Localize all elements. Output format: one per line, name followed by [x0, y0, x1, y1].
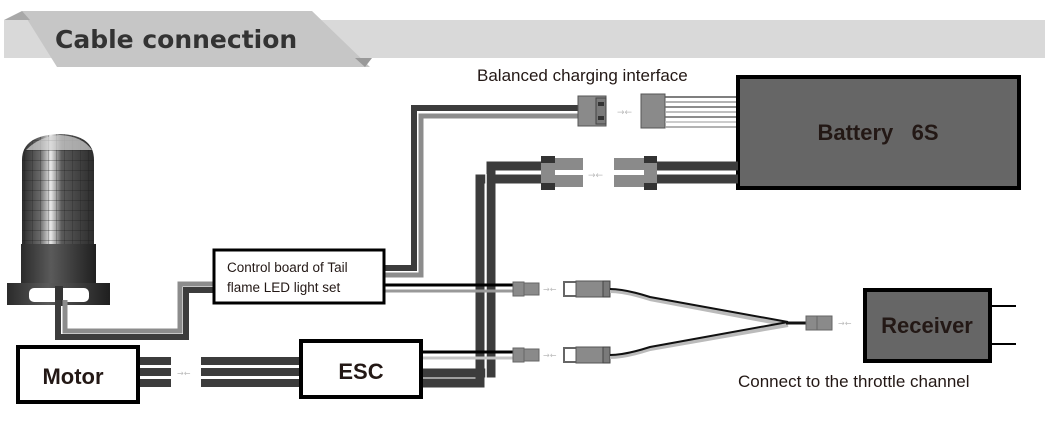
banner-fold-left — [4, 11, 30, 20]
balance-connector: →← — [577, 93, 738, 129]
xt-plug-battery-side — [644, 156, 657, 190]
control-board-label-line1: Control board of Tail — [227, 260, 348, 275]
motor-mate-arrow-icon: →← — [177, 369, 191, 378]
receiver-label: Receiver — [881, 313, 973, 338]
banner-fold-right — [355, 58, 372, 67]
control-board-box: Control board of Tail flame LED light se… — [212, 248, 386, 305]
receiver-connector: →← — [805, 315, 852, 331]
motor-label: Motor — [42, 364, 104, 389]
cable-esc-signal — [421, 350, 514, 360]
header-banner: Cable connection — [4, 11, 1045, 67]
cable-lamp-to-control-board — [55, 281, 214, 340]
receiver-mate-arrow-icon: →← — [838, 319, 852, 328]
balanced-charging-interface-label: Balanced charging interface — [477, 66, 688, 85]
cable-battery-power — [421, 161, 738, 388]
esc-box: ESC — [299, 339, 423, 399]
cable-motor-to-esc: →← — [138, 357, 301, 387]
cable-control-board-to-balance-connector — [384, 105, 580, 278]
xt-mate-arrow-icon: →← — [588, 171, 604, 181]
xt-plug-esc-side — [541, 156, 555, 190]
balance-plug-female — [640, 93, 666, 129]
receiver-box: Receiver — [863, 288, 1016, 363]
page-title: Cable connection — [55, 25, 297, 54]
battery-label: Battery 6S — [817, 120, 938, 145]
xt-power-connector: →← — [541, 156, 657, 190]
cable-control-board-signal — [384, 283, 514, 293]
tail-flame-led-lamp-icon — [7, 134, 110, 306]
servo-connector-upper: →← — [512, 280, 611, 298]
servo-mate-arrow-icon: →← — [543, 285, 557, 294]
battery-box: Battery 6S — [736, 75, 1021, 190]
balance-mate-arrow-icon: →← — [617, 108, 633, 118]
servo-connector-lower: →← — [512, 346, 611, 364]
motor-box: Motor — [16, 345, 140, 404]
control-board-label-line2: flame LED light set — [227, 280, 341, 295]
esc-label: ESC — [338, 359, 383, 384]
y-splitter-cable — [609, 288, 806, 359]
throttle-channel-label: Connect to the throttle channel — [738, 372, 970, 391]
servo-mate-arrow-icon: →← — [543, 351, 557, 360]
banner-ribbon — [22, 11, 370, 67]
